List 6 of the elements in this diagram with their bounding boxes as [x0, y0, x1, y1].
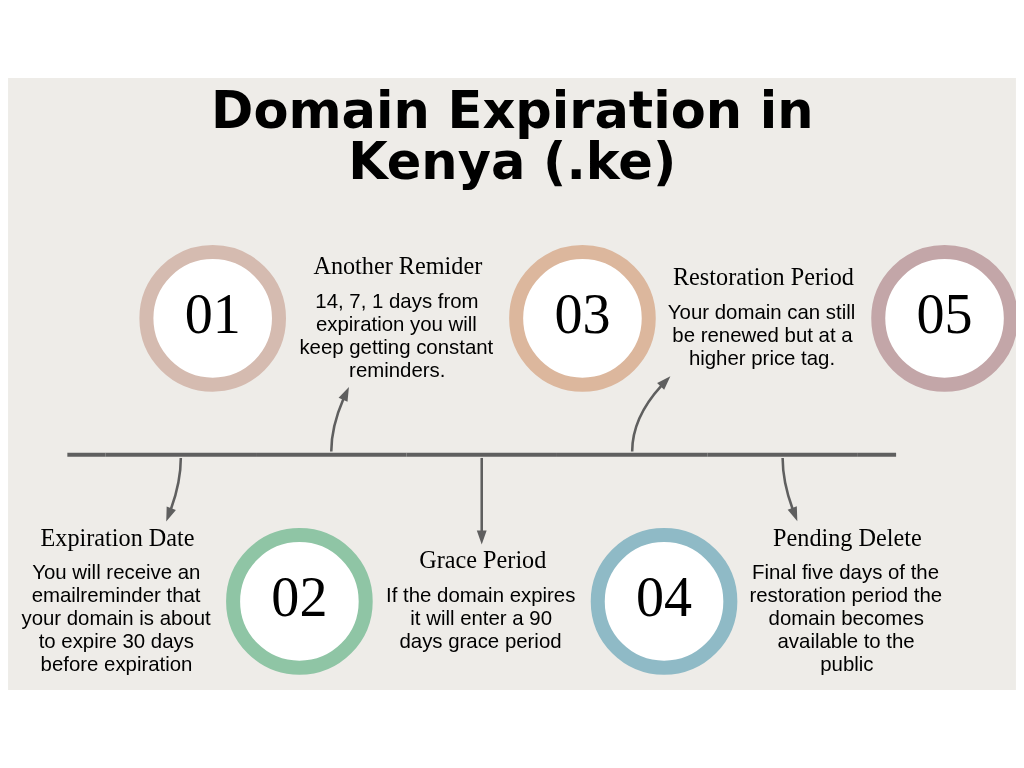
- node-text: Another Remider 14, 7, 1 days from expiration you will keep getting constant reminders.: [299, 251, 494, 381]
- node-text: Grace Period If the domain expires it will enter a 90 days grace period: [386, 546, 576, 653]
- diagram-title: Domain Expiration in Kenya (.ke): [211, 80, 814, 191]
- node-text: Pending Delete Final five days of the restoration period the domain becomes available to the public: [749, 523, 943, 676]
- node-text: Restoration Period Your domain can still be renewed but at a higher price tag.: [667, 263, 856, 370]
- node-text: Expiration Date You will receive an emailreminder that your domain is about to expire 30 days before expiration: [21, 523, 211, 676]
